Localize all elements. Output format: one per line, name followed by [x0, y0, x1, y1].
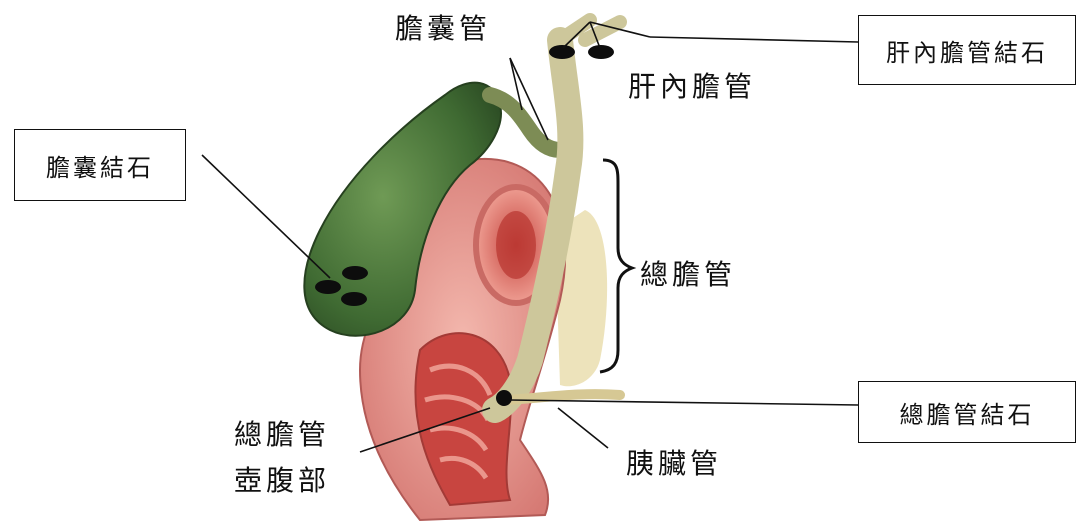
gallbladder-stone-3 — [341, 292, 367, 306]
label-intrahepatic-duct: 肝內膽管 — [628, 70, 756, 104]
callout-gallbladder-stones-text: 膽囊結石 — [46, 148, 154, 183]
label-common-bile-duct: 總膽管 — [640, 258, 736, 292]
callout-intrahepatic-stones-text: 肝內膽管結石 — [886, 33, 1048, 68]
label-cystic-duct: 膽囊管 — [395, 12, 491, 46]
label-pancreatic-duct: 胰臟管 — [626, 447, 722, 481]
callout-gallbladder-stones: 膽囊結石 — [14, 129, 186, 201]
callout-cbd-stone: 總膽管結石 — [858, 381, 1076, 443]
pancreatic-duct — [505, 394, 620, 400]
gallbladder-stone-2 — [315, 280, 341, 294]
callout-cbd-stone-text: 總膽管結石 — [900, 395, 1035, 430]
callout-intrahepatic-stones: 肝內膽管結石 — [858, 15, 1076, 85]
cbd-stone — [496, 390, 512, 406]
label-ampulla-line1: 總膽管 — [234, 418, 330, 452]
intrahepatic-stone-2 — [588, 45, 614, 59]
intrahepatic-stone-1 — [549, 45, 575, 59]
gallbladder-stone-1 — [342, 266, 368, 280]
label-ampulla-line2: 壺腹部 — [234, 464, 330, 498]
